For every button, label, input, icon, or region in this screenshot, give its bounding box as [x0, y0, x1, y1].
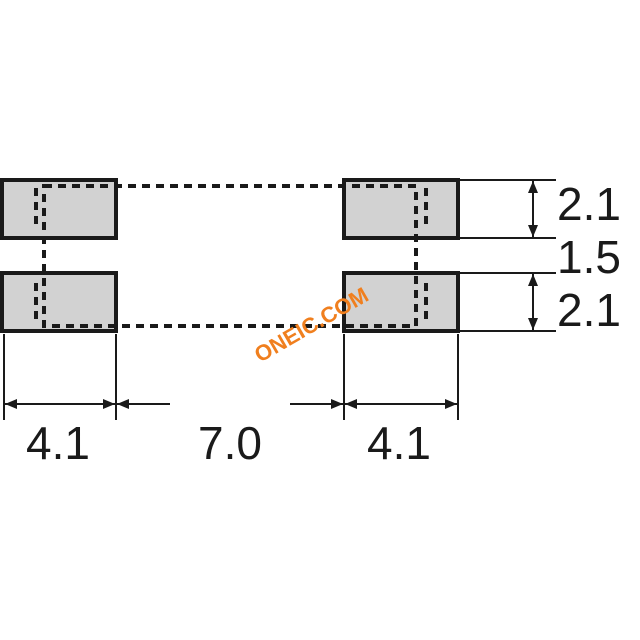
dim-label-vertical-gap: 1.5	[557, 231, 621, 283]
dim-label-left-pad-width: 4.1	[26, 417, 90, 469]
dim-label-top-pad-height: 2.1	[557, 178, 621, 230]
dim-label-bottom-pad-height: 2.1	[557, 284, 621, 336]
dim-label-horizontal-gap: 7.0	[198, 417, 262, 469]
pad-top-right	[342, 178, 460, 240]
pad-bottom-right	[342, 271, 460, 333]
pad-top-left	[0, 178, 118, 240]
component-body-outline	[42, 184, 418, 328]
dim-label-right-pad-width: 4.1	[367, 417, 431, 469]
pad-bottom-left	[0, 271, 118, 333]
